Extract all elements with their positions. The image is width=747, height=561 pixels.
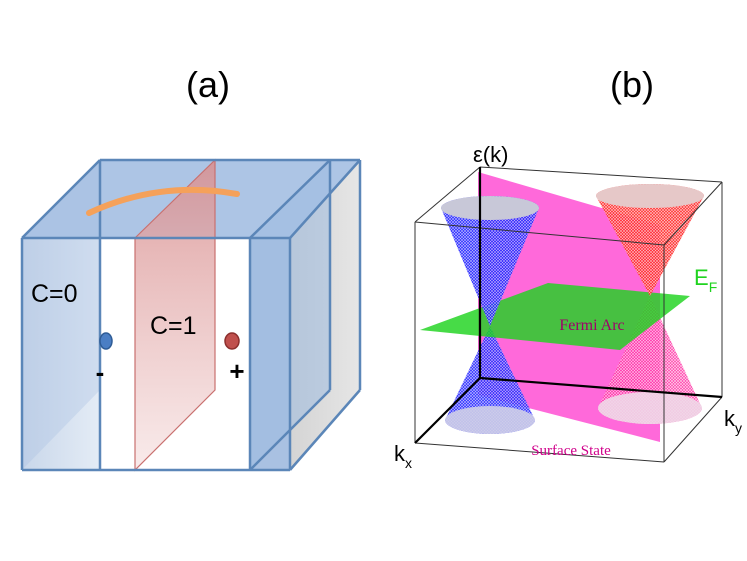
kx-base: k <box>394 441 406 466</box>
surface-state-label: Surface State <box>531 443 611 459</box>
lower-cone-right-base <box>598 392 702 424</box>
fermi-arc-label: Fermi Arc <box>559 317 624 334</box>
left-face <box>22 238 100 470</box>
lower-cone-left <box>445 326 535 434</box>
fermi-base: E <box>694 265 709 290</box>
plus-sign: + <box>229 356 244 386</box>
fermi-arc-curve <box>86 186 240 216</box>
fermi-subscript: F <box>709 279 718 295</box>
cube-edges <box>20 158 362 472</box>
upper-cone-right-top <box>596 184 704 208</box>
fermi-energy-label: EF <box>694 265 717 295</box>
energy-axis-label: ε(k) <box>473 142 508 167</box>
panel-a-label: (a) <box>186 64 230 105</box>
ky-axis-label: ky <box>724 406 742 436</box>
upper-cone-right <box>596 184 704 296</box>
lower-cone-left-base <box>445 406 535 434</box>
ky-base: k <box>724 406 736 431</box>
chern-number-left: C=0 <box>31 280 78 308</box>
panel-a-slab-diagram: (a) <box>20 64 362 472</box>
ky-subscript: y <box>735 420 742 436</box>
minus-sign: - <box>96 357 105 387</box>
upper-cone-left-top <box>441 196 539 220</box>
panel-b-label: (b) <box>610 64 654 105</box>
upper-cone-left <box>441 196 539 326</box>
panel-b-weyl-cones: (b) <box>394 64 742 471</box>
lower-cone-right <box>598 296 702 424</box>
chern-number-middle: C=1 <box>150 312 197 340</box>
weyl-point-plus <box>224 332 240 350</box>
weyl-point-minus <box>99 332 113 350</box>
kx-axis-label: kx <box>394 441 412 471</box>
fermi-level-plane <box>420 283 690 350</box>
axes <box>414 167 723 444</box>
kx-subscript: x <box>405 455 412 471</box>
